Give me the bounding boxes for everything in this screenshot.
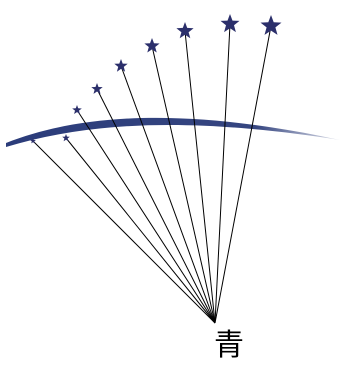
fan-line	[215, 24, 230, 323]
fan-line	[121, 66, 215, 323]
fan-line	[152, 46, 215, 323]
star-icon	[144, 38, 159, 53]
star-icon	[91, 83, 102, 94]
star-icon	[62, 134, 70, 141]
fan-line	[66, 138, 215, 323]
star-icon	[72, 105, 82, 114]
star-icon	[261, 15, 282, 35]
fan-lines	[33, 24, 271, 323]
logo-character: 青	[214, 328, 244, 364]
brush-arc	[6, 118, 340, 147]
fan-line	[33, 141, 215, 323]
fan-line	[215, 26, 271, 323]
star-icon	[114, 59, 127, 72]
fan-line	[185, 31, 215, 323]
fan-line	[77, 110, 215, 323]
